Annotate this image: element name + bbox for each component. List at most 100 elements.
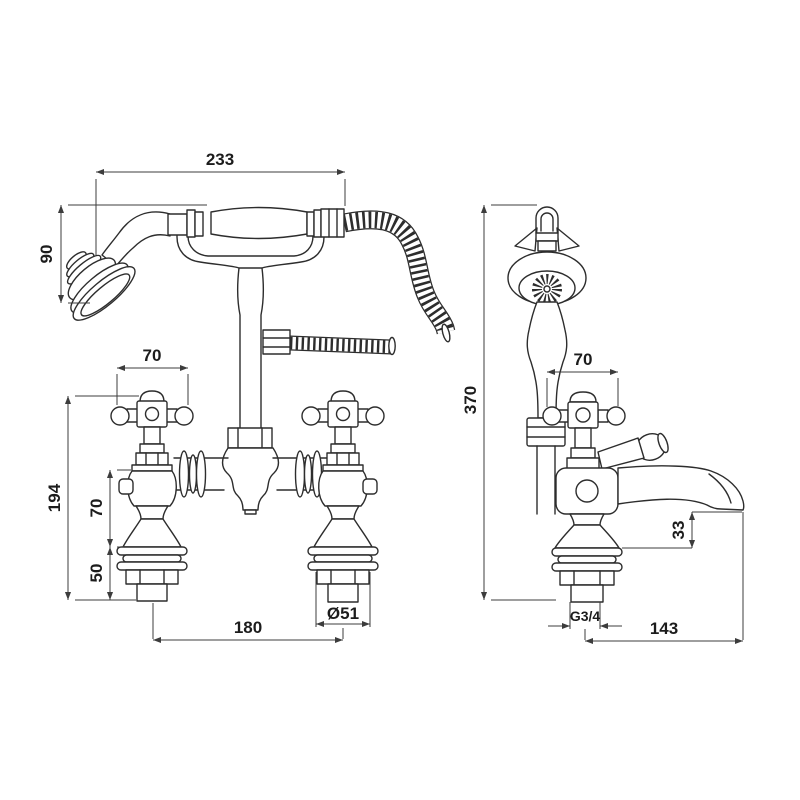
rv-backnut-lines xyxy=(330,569,356,585)
hose-nut xyxy=(320,208,345,238)
left-arm-bead-1 xyxy=(178,450,190,498)
riser-stem xyxy=(236,267,265,429)
hose-loop-end-cap xyxy=(441,323,451,343)
left-arm-bead-2 xyxy=(188,454,198,494)
hose-loop-core xyxy=(342,211,455,335)
lv-bonnet-lines xyxy=(145,452,159,466)
cradle-wing-right xyxy=(556,227,580,252)
lv-backnut-lines xyxy=(139,569,165,585)
dim-50-label: 50 xyxy=(87,564,106,583)
riser-hex-collar xyxy=(227,427,273,449)
rv-ball-right xyxy=(365,406,385,426)
dim-33-extensions xyxy=(622,511,742,549)
lever-end-cap xyxy=(657,432,669,454)
lv-flange-ring-3 xyxy=(116,561,188,571)
center-body-bell xyxy=(221,447,280,511)
dim-70-body-extensions xyxy=(117,469,131,548)
barrel-right-ring-2 xyxy=(313,209,322,238)
rv-shoulder xyxy=(322,464,364,472)
sv-ball-right xyxy=(606,406,626,426)
dim-g34-label: G3/4 xyxy=(570,608,601,624)
cradle-collar-1 xyxy=(535,232,559,242)
dim-33-label: 33 xyxy=(669,521,688,540)
lever-arm xyxy=(597,437,645,470)
dim-70-side-label: 70 xyxy=(574,350,593,369)
lv-stem xyxy=(143,426,161,445)
sprayhead-face-inner xyxy=(80,273,131,317)
rv-waist xyxy=(326,505,360,520)
barrel-left-ring-1 xyxy=(186,209,196,238)
lv-tail xyxy=(136,583,168,602)
spout-crease xyxy=(708,473,732,504)
hose-stub-core xyxy=(289,336,393,354)
dim-180-label: 180 xyxy=(234,618,262,637)
sv-body xyxy=(555,467,619,515)
dim-370-extensions xyxy=(491,204,556,601)
rv-collar xyxy=(330,443,356,454)
rv-flange-ring-1 xyxy=(307,546,379,556)
handset-barrel xyxy=(210,206,308,240)
rv-tail xyxy=(327,583,359,603)
sv-stem xyxy=(574,427,592,449)
lv-shoulder xyxy=(131,464,173,472)
lv-collar xyxy=(139,443,165,454)
rv-bonnet-hex xyxy=(326,452,360,466)
lv-hub xyxy=(136,400,168,428)
lv-flange-ring-1 xyxy=(116,546,188,556)
handset-neck xyxy=(101,211,171,267)
rv-stem xyxy=(334,426,352,445)
barrel-right-ring-1 xyxy=(306,211,315,237)
rv-dome xyxy=(330,390,356,403)
dim-233-label: 233 xyxy=(206,150,234,169)
dim-194-label: 194 xyxy=(45,483,64,512)
side-valve xyxy=(542,391,745,603)
rv-skirt xyxy=(313,518,373,548)
dim-70-top-extensions xyxy=(116,374,189,405)
rv-body xyxy=(318,470,368,507)
rv-flange-ring-3 xyxy=(307,561,379,571)
front-hose xyxy=(262,210,456,356)
spout xyxy=(617,465,745,511)
side-dimensions: 370 70 33 G3/4 143 xyxy=(461,204,744,645)
handset-sprayhead xyxy=(65,251,136,321)
cradle-wing-left xyxy=(514,227,538,252)
lv-waist xyxy=(135,505,169,520)
dim-d51-label: Ø51 xyxy=(327,604,359,623)
sv-dome xyxy=(569,391,597,403)
front-dimensions: 233 90 70 194 70 50 180 Ø51 xyxy=(37,150,371,644)
lv-bonnet-hex xyxy=(135,452,169,466)
dim-233-extensions xyxy=(95,179,346,255)
sv-ball-left xyxy=(542,406,562,426)
dim-70-top-label: 70 xyxy=(143,346,162,365)
sprayhead-face xyxy=(72,266,136,321)
cradle-inner xyxy=(187,220,314,257)
right-arm-bead-2 xyxy=(303,454,313,494)
lv-skirt xyxy=(122,518,182,548)
front-view: 233 90 70 194 70 50 180 Ø51 xyxy=(37,150,456,644)
right-arm-bead-1 xyxy=(294,450,306,498)
front-body-arms xyxy=(173,450,328,498)
hose-nut-lines xyxy=(328,208,338,238)
dim-70-body-label: 70 xyxy=(87,499,106,518)
lv-hub-circle xyxy=(144,406,160,422)
hose-elbow-nut xyxy=(262,329,291,355)
barrel-left-ring-2 xyxy=(194,211,204,237)
sv-skirt xyxy=(554,524,620,549)
cradle-collar-2 xyxy=(537,240,557,252)
rv-backnut xyxy=(316,569,370,585)
barrel-left-collar xyxy=(167,213,188,236)
sv-collar xyxy=(570,447,596,459)
dim-d51-extensions xyxy=(315,572,371,627)
sv-tail xyxy=(570,584,604,603)
dim-90-extensions xyxy=(68,204,207,304)
dim-180-extensions xyxy=(152,603,344,639)
side-hose-nut-lines xyxy=(526,426,566,438)
dim-370-label: 370 xyxy=(461,386,480,414)
sv-flange-ring-2 xyxy=(557,555,617,564)
hose-loop-ribs xyxy=(342,211,455,335)
lv-backnut xyxy=(125,569,179,585)
dim-90-label: 90 xyxy=(37,245,56,264)
lv-body xyxy=(127,470,177,507)
sv-hub-circle xyxy=(575,407,591,423)
sv-hub xyxy=(567,401,599,429)
